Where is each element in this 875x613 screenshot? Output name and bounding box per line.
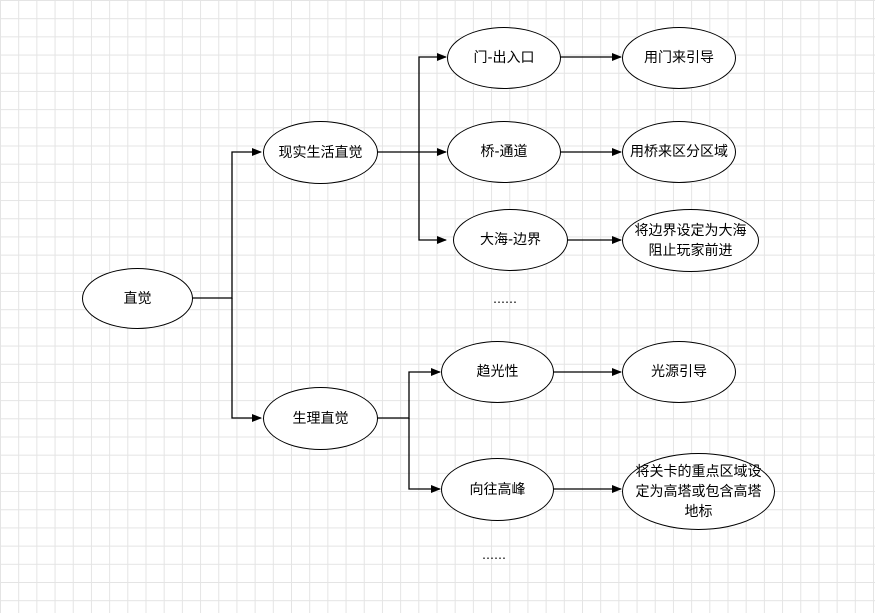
node-light-detail[interactable]: 光源引导 <box>622 341 736 403</box>
node-root[interactable]: 直觉 <box>82 268 193 329</box>
edge-reality-to-door <box>377 53 447 153</box>
node-phototaxis-label: 趋光性 <box>476 364 519 380</box>
node-physio-intuition-label: 生理直觉 <box>292 410 349 427</box>
node-sea-detail[interactable]: 将边界设定为大海 阻止玩家前进 <box>622 209 759 272</box>
reality-more-ellipsis: …… <box>493 292 517 306</box>
node-sea-boundary[interactable]: 大海-边界 <box>453 209 568 271</box>
node-sea-detail-line1: 将边界设定为大海 <box>634 222 747 239</box>
node-reality-intuition-label: 现实生活直觉 <box>278 144 363 161</box>
node-peak-detail[interactable]: 将关卡的重点区域设 定为高塔或包含高塔 地标 <box>622 453 775 530</box>
node-peak-detail-line2: 定为高塔或包含高塔 <box>635 483 762 500</box>
node-light-detail-label: 光源引导 <box>651 364 707 380</box>
node-bridge-detail-label: 用桥来区分区域 <box>630 144 728 160</box>
edge-root-to-physio <box>231 298 262 422</box>
node-door-entrance-label: 门-出入口 <box>473 50 535 66</box>
edge-reality-to-sea <box>418 152 447 244</box>
node-door-detail-label: 用门来引导 <box>644 50 714 66</box>
node-sea-detail-line2: 阻止玩家前进 <box>648 242 733 259</box>
node-bridge-passage[interactable]: 桥-通道 <box>447 121 561 183</box>
edge-physio-to-peak <box>408 418 441 493</box>
node-door-entrance[interactable]: 门-出入口 <box>447 27 561 89</box>
node-root-label: 直觉 <box>123 290 152 307</box>
edge-physio-to-light <box>377 368 441 419</box>
node-peak-detail-line3: 地标 <box>684 503 713 520</box>
node-bridge-detail[interactable]: 用桥来区分区域 <box>622 121 736 183</box>
node-reality-intuition[interactable]: 现实生活直觉 <box>263 121 378 184</box>
node-door-detail[interactable]: 用门来引导 <box>622 27 736 89</box>
node-phototaxis[interactable]: 趋光性 <box>441 341 554 403</box>
node-peak-yearning-label: 向往高峰 <box>469 481 526 498</box>
node-peak-yearning[interactable]: 向往高峰 <box>441 458 554 521</box>
physio-more-ellipsis: …… <box>482 548 506 562</box>
node-peak-detail-line1: 将关卡的重点区域设 <box>635 463 762 480</box>
node-bridge-passage-label: 桥-通道 <box>480 144 528 160</box>
node-sea-boundary-label: 大海-边界 <box>479 232 542 248</box>
node-physio-intuition[interactable]: 生理直觉 <box>263 387 378 450</box>
edge-root-to-reality <box>192 148 262 299</box>
